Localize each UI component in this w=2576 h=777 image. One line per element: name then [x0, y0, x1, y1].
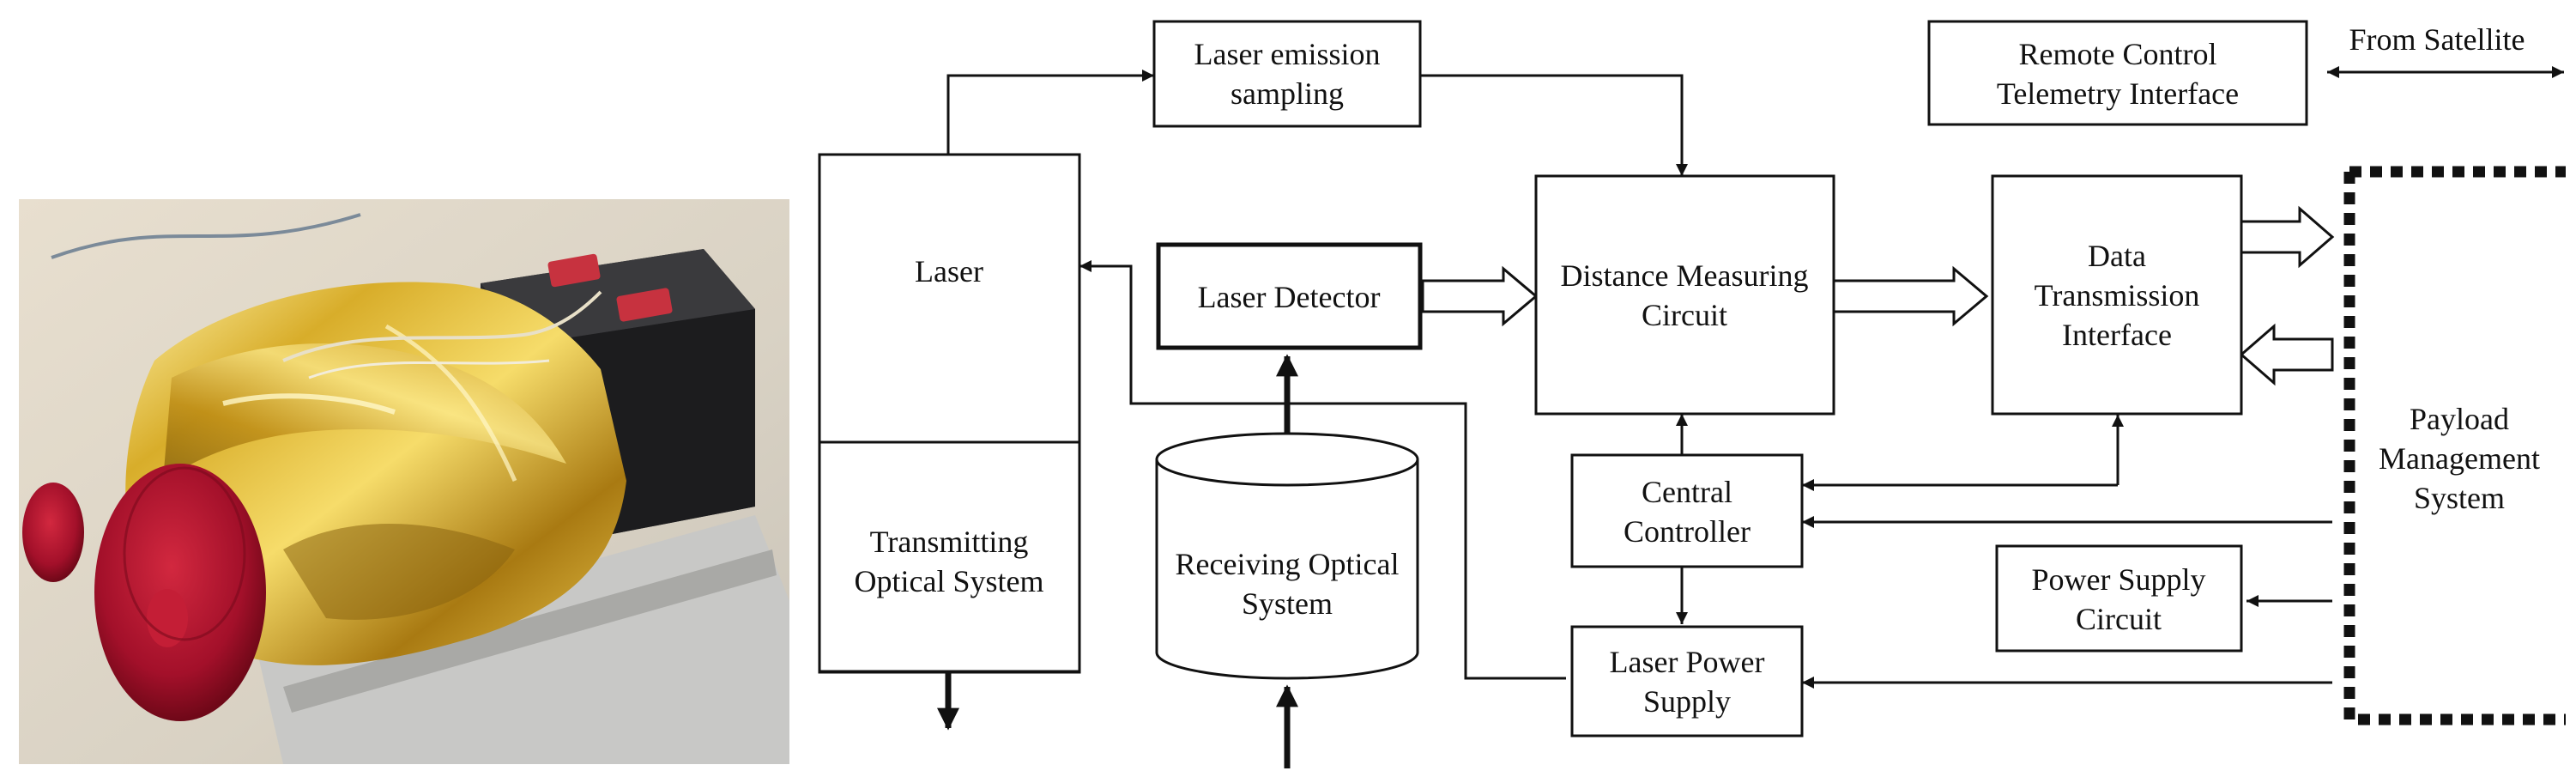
laser-emission-sampling-line: sampling — [1231, 76, 1344, 111]
photo-base-rail — [283, 549, 777, 713]
lens-cap-knob — [147, 589, 188, 647]
laser-power-supply-line: Laser Power — [1610, 645, 1765, 679]
connector-laser-to-sampling — [946, 70, 1154, 155]
distance-measuring-circuit-line: Distance Measuring — [1561, 258, 1809, 293]
pms-border-left-bottom — [2343, 172, 2566, 725]
remote-control-telemetry-interface-line: Telemetry Interface — [1997, 76, 2239, 111]
payload-management-system-line: System — [2414, 481, 2505, 515]
electronics-box-top — [481, 249, 755, 343]
laser-power-supply-line: Supply — [1643, 684, 1731, 719]
central-controller-line: Central — [1642, 475, 1732, 509]
small-red-lens — [22, 483, 84, 582]
gold-foil-shadow — [283, 524, 515, 620]
connector-powersupply-to-laser — [1079, 260, 1566, 680]
block-remote-control-telemetry — [1927, 20, 2308, 126]
block-laser-detector — [1156, 242, 1423, 350]
block-laser-emission-sampling — [1152, 20, 1422, 128]
photo-cable — [51, 213, 361, 259]
hollow-arrow-pms-to-data — [2239, 323, 2334, 386]
hollow-arrow-distance-to-data — [1832, 265, 1989, 327]
transmitting-optical-system-line: Optical System — [855, 564, 1044, 598]
connector-cap — [616, 288, 673, 322]
label-laser-detector: Laser Detector — [1198, 280, 1381, 314]
large-red-lens — [94, 464, 266, 721]
remote-control-telemetry-interface-line: Remote Control — [2019, 37, 2217, 71]
power-supply-circuit-line: Circuit — [2076, 602, 2162, 636]
transmitting-optical-system-line: Transmitting — [870, 525, 1029, 559]
harness-wire — [308, 359, 550, 379]
data-transmission-interface-line: Interface — [2062, 318, 2172, 352]
lens-rim — [123, 466, 246, 641]
laser-detector-line: Laser Detector — [1198, 280, 1381, 314]
receiving-optical-system-line: Receiving Optical — [1176, 547, 1400, 581]
data-transmission-interface-line: Data — [2088, 239, 2146, 273]
harness-wire — [282, 290, 602, 362]
block-distance-measuring-circuit — [1534, 174, 1835, 416]
block-central-controller — [1570, 453, 1804, 568]
receiving-optical-system-line: System — [1242, 586, 1333, 621]
block-receiving-optical-system — [1155, 432, 1419, 680]
label-from-satellite: From Satellite — [2349, 22, 2525, 57]
distance-measuring-circuit-line: Circuit — [1642, 298, 1727, 332]
laser-emission-sampling-line: Laser emission — [1194, 37, 1381, 71]
payload-management-system-line: Management — [2379, 441, 2540, 476]
payload-management-system-line: Payload — [2410, 402, 2509, 436]
data-transmission-interface-line: Transmission — [2035, 278, 2200, 313]
gold-foil-highlight — [222, 393, 396, 415]
label-laser: Laser — [915, 254, 983, 288]
connector-cap — [547, 253, 601, 288]
laser-altimeter-photo — [19, 199, 789, 764]
block-transmitting-optical-system — [818, 440, 1081, 673]
hollow-arrow-data-to-pms — [2240, 205, 2335, 269]
hollow-arrow-detector-to-distance — [1421, 265, 1539, 327]
block-diagram — [818, 20, 2566, 768]
block-data-transmission-interface — [1991, 174, 2243, 416]
label-laser-emission-sampling: Laser emission sampling — [1194, 37, 1381, 111]
block-laser-power-supply — [1570, 625, 1804, 738]
block-power-supply-circuit — [1995, 544, 2243, 653]
laser-line: Laser — [915, 254, 983, 288]
connector-sampling-to-distance — [1420, 74, 1688, 176]
central-controller-line: Controller — [1624, 514, 1751, 549]
power-supply-circuit-line: Power Supply — [2031, 562, 2205, 597]
gold-foil-fold — [163, 343, 566, 481]
